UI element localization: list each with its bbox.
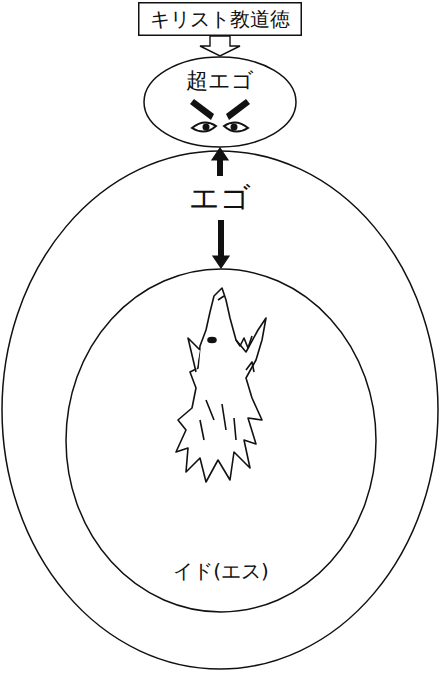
- connector-arrow: [200, 36, 240, 56]
- connector-arrow: [212, 148, 228, 176]
- connector-arrow: [213, 220, 229, 268]
- id-ellipse: イド(エス): [65, 268, 377, 613]
- ego-ellipse: エゴイド(エス): [1, 150, 439, 670]
- node-label: キリスト教道徳: [150, 7, 290, 31]
- node-label: エゴ: [189, 180, 251, 216]
- eyes-illustration: [190, 99, 250, 132]
- node-label: 超エゴ: [186, 68, 254, 94]
- superego-ellipse: 超エゴ: [143, 56, 297, 148]
- rule-box: キリスト教道徳: [138, 2, 302, 36]
- wolf-illustration: [176, 288, 266, 482]
- node-label: イド(エス): [173, 559, 269, 583]
